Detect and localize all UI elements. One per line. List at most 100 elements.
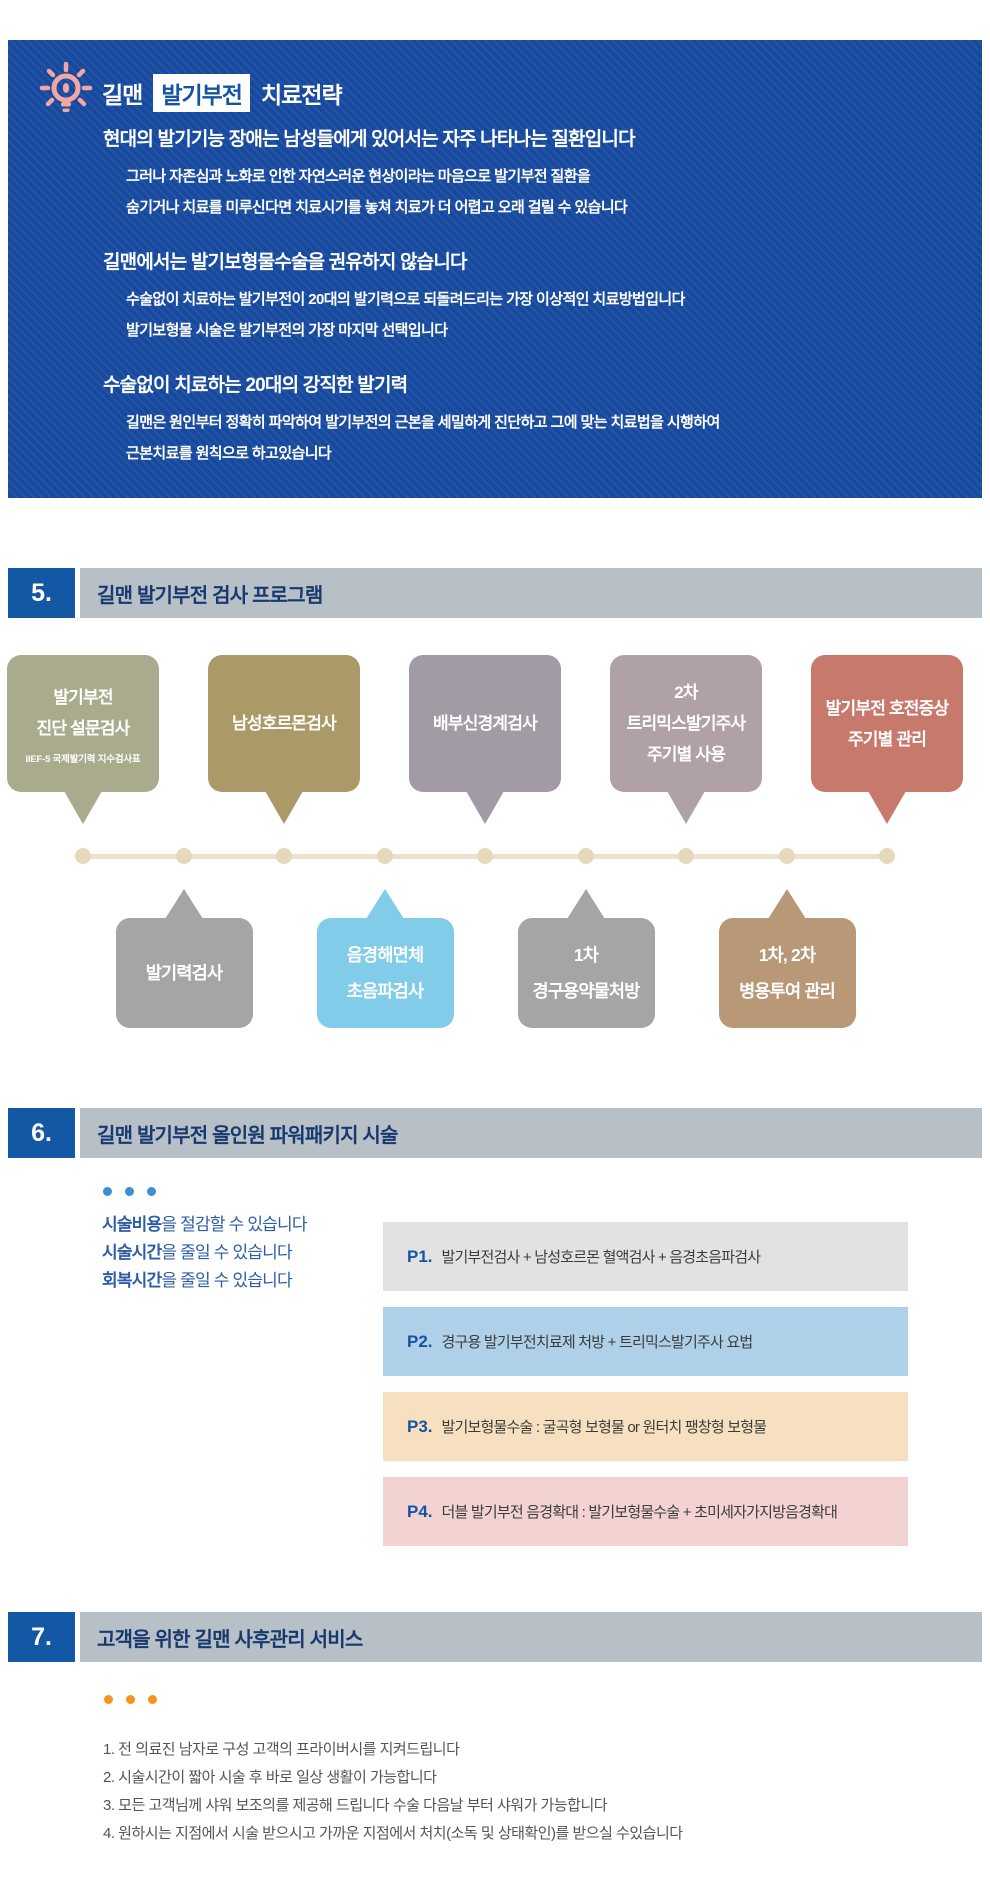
section-number: 7.: [8, 1612, 75, 1662]
bubble-tail-up: [365, 889, 404, 919]
bubble-label: 1차, 2차: [758, 945, 816, 965]
benefit-strong: 시술비용: [102, 1215, 162, 1234]
section-title: 길맨 발기부전 올인원 파워패키지 시술: [97, 1124, 398, 1147]
blue-dots-ornament: [103, 1187, 156, 1196]
hero-line-text: 길맨은 원인부터 정확히 파악하여 발기부전의 근본을 세밀하게 진단하고 그에…: [126, 414, 720, 431]
hero-title-prefix: 길맨: [102, 82, 143, 108]
section-header-aftercare: 7. 고객을 위한 길맨 사후관리 서비스: [8, 1612, 982, 1662]
exam-step-bubble: 발기력검사: [115, 918, 253, 1028]
package-label: P3.: [407, 1416, 433, 1436]
hero-title-highlight: 발기부전: [153, 74, 250, 112]
package-box: P1.발기부전검사 + 남성호르몬 혈액검사 + 음경초음파검사: [383, 1222, 908, 1291]
bubble-tail-down: [265, 791, 303, 824]
benefit-rest: 을 줄일 수 있습니다: [161, 1271, 292, 1290]
bubble-label: 트리믹스발기주사: [626, 714, 747, 733]
benefit-strong: 회복시간: [102, 1271, 162, 1290]
hero-banner: 길맨 발기부전 치료전략 현대의 발기기능 장애는 남성들에게 있어서는 자주 …: [8, 40, 982, 498]
package-text: 더블 발기부전 음경확대 : 발기보형물수술 + 초미세자가지방음경확대: [441, 1504, 838, 1521]
dot-icon: [104, 1695, 113, 1704]
dot-icon: [148, 1695, 157, 1704]
bubble-label: 진단 설문검사: [36, 719, 131, 738]
section-header-divider: [75, 1612, 80, 1662]
section-header-divider: [75, 1108, 80, 1158]
bubble-note: IIEF-5 국제발기력 지수검사표: [25, 754, 141, 765]
hero-title-suffix: 치료전략: [260, 82, 343, 108]
package-label: P1.: [407, 1246, 433, 1266]
bubble-label: 경구용약물처방: [532, 981, 640, 1001]
hero-heading: 현대의 발기기능 장애는 남성들에게 있어서는 자주 나타나는 질환입니다: [103, 129, 636, 150]
timeline-dot: [175, 848, 192, 864]
hero-heading: 길맨에서는 발기보형물수술을 권유하지 않습니다: [103, 252, 468, 273]
bubble-tail-down: [667, 791, 705, 824]
section-header-power-package: 6. 길맨 발기부전 올인원 파워패키지 시술: [8, 1108, 982, 1158]
bubble-label: 배부신경계검사: [433, 714, 538, 733]
hero-line-text: 근본치료를 원칙으로 하고있습니다: [126, 445, 332, 462]
aftercare-item: 3. 모든 고객님께 샤워 보조의를 제공해 드립니다 수술 다음날 부터 샤워…: [103, 1797, 608, 1814]
bubble-tail-down: [466, 791, 504, 824]
section-header-divider: [75, 568, 80, 618]
timeline-dot: [75, 848, 91, 864]
aftercare-list: 1. 전 의료진 남자로 구성 고객의 프라이버시를 지켜드립니다 2. 시술시간…: [103, 1736, 683, 1848]
hero-line-text: 그러나 자존심과 노화로 인한 자연스러운 현상이라는 마음으로 발기부전 질환…: [126, 168, 591, 185]
package-list: P1.발기부전검사 + 남성호르몬 혈액검사 + 음경초음파검사 P2.경구용 발…: [383, 1222, 908, 1562]
bubble-tail-up: [566, 889, 605, 919]
timeline-dot: [879, 848, 895, 864]
dot-icon: [126, 1695, 135, 1704]
timeline-dot: [477, 848, 493, 864]
bubble-label: 발기력검사: [145, 963, 223, 983]
bubble-label: 발기부전 호전증상: [825, 698, 949, 718]
package-box: P2.경구용 발기부전치료제 처방 + 트리믹스발기주사 요법: [383, 1307, 908, 1376]
dot-icon: [125, 1187, 134, 1196]
aftercare-item: 2. 시술시간이 짧아 시술 후 바로 일상 생활이 가능합니다: [103, 1769, 437, 1786]
timeline-dot: [678, 848, 694, 864]
dot-icon: [103, 1187, 112, 1196]
bubble-label: 남성호르몬검사: [232, 714, 337, 733]
package-box: P3.발기보형물수술 : 굴곡형 보형물 or 원터치 팽창형 보형물: [383, 1392, 908, 1461]
section-title: 고객을 위한 길맨 사후관리 서비스: [97, 1628, 363, 1651]
hero-line-text: 발기보형물 시술은 발기부전의 가장 마지막 선택입니다: [126, 322, 448, 339]
package-label: P4.: [407, 1501, 433, 1521]
benefit-strong: 시술시간: [102, 1243, 162, 1262]
package-label: P2.: [407, 1331, 433, 1351]
section-number: 6.: [8, 1108, 75, 1158]
package-box: P4. 더블 발기부전 음경확대 : 발기보형물수술 + 초미세자가지방음경확대: [383, 1477, 908, 1546]
bubble-label: 주기별 관리: [847, 729, 927, 749]
hero-line-text: 수술없이 치료하는 발기부전이 20대의 발기력으로 되돌려드리는 가장 이상적…: [126, 291, 685, 308]
timeline-dot: [577, 848, 594, 864]
dot-icon: [147, 1187, 156, 1196]
bubble-label: 초음파검사: [346, 981, 424, 1001]
timeline-dot: [376, 848, 393, 864]
lightbulb-icon: [35, 61, 97, 123]
benefit-line: 시술비용을 절감할 수 있습니다: [102, 1211, 308, 1239]
section-number: 5.: [8, 568, 75, 618]
hero-line-text: 숨기거나 치료를 미루신다면 치료시기를 놓쳐 치료가 더 어렵고 오래 걸릴 …: [126, 199, 628, 216]
benefit-rest: 을 절감할 수 있습니다: [161, 1215, 307, 1234]
bubble-label: 주기별 사용: [646, 745, 726, 764]
section-title: 길맨 발기부전 검사 프로그램: [97, 584, 323, 607]
exam-step-bubble: 남성호르몬검사: [208, 655, 360, 792]
benefit-line: 시술시간을 줄일 수 있습니다: [102, 1239, 307, 1267]
section-header-exam-program: 5. 길맨 발기부전 검사 프로그램: [8, 568, 982, 618]
bubble-label: 1차: [573, 945, 599, 965]
exam-step-bubble: 배부신경계검사: [409, 655, 561, 792]
bubble-tail-up: [767, 889, 806, 919]
timeline-dot: [276, 848, 292, 864]
bubble-tail-down: [868, 791, 906, 824]
aftercare-item: 1. 전 의료진 남자로 구성 고객의 프라이버시를 지켜드립니다: [103, 1741, 460, 1758]
bubble-tail-down: [64, 791, 102, 824]
hero-heading: 수술없이 치료하는 20대의 강직한 발기력: [103, 375, 408, 396]
bubble-label: 2차: [674, 683, 698, 702]
bubble-label: 병용투여 관리: [739, 981, 836, 1001]
aftercare-item: 4. 원하시는 지점에서 시술 받으시고 가까운 지점에서 처치(소독 및 상태…: [103, 1825, 683, 1842]
